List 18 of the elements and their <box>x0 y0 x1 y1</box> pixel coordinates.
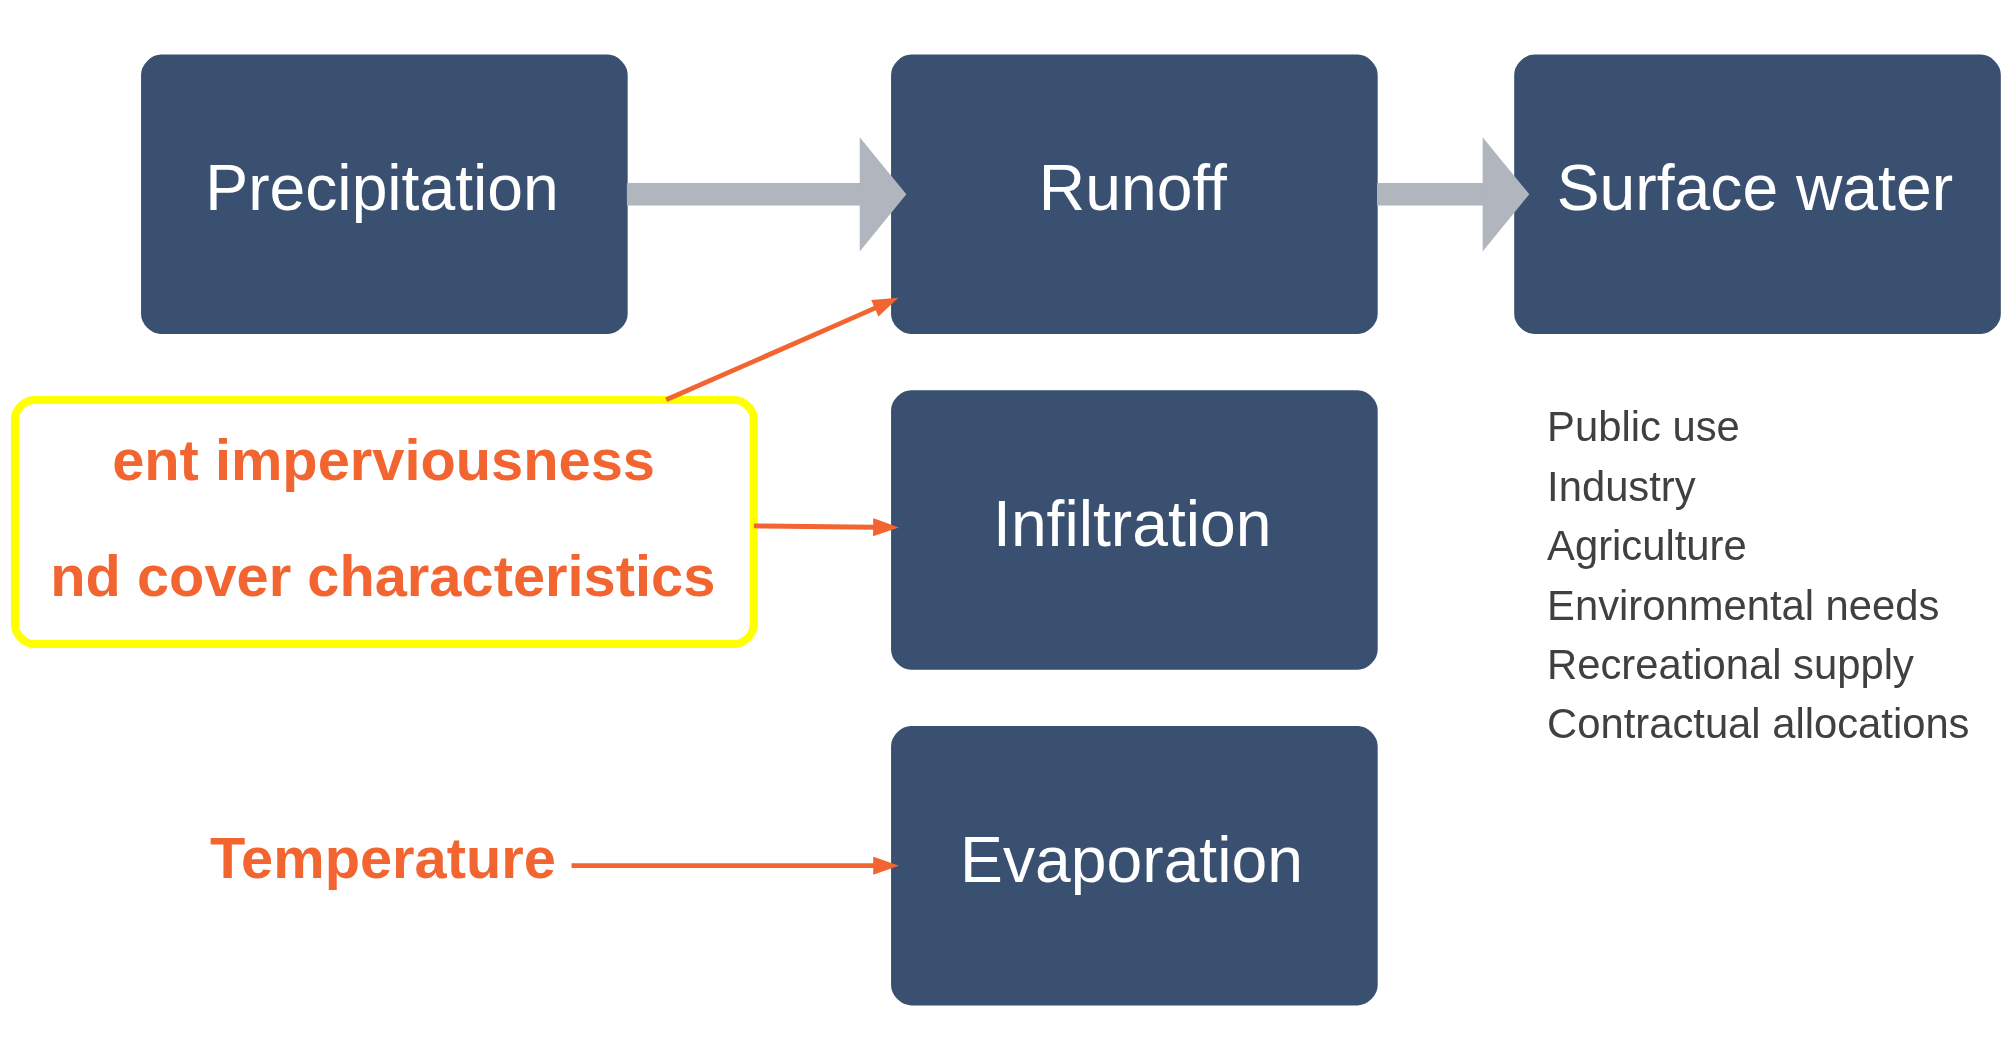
node-box: Infiltration <box>891 389 1378 670</box>
arrow <box>753 517 899 536</box>
node-label: Agriculture <box>1547 521 1747 569</box>
arrow <box>665 297 899 402</box>
arrow <box>1377 136 1530 251</box>
node-box: Evaporation <box>891 725 1378 1005</box>
node-box: Runoff <box>891 54 1378 334</box>
node-text: Temperature <box>210 825 556 890</box>
node-label: Industry <box>1547 462 1696 510</box>
node-box: Surface water <box>1514 54 2001 334</box>
node-box: ent imperviousness nd cover characteristics <box>10 395 758 648</box>
arrow <box>626 136 907 251</box>
node-label: Contractual allocations <box>1547 699 1970 747</box>
node-label: Recreational supply <box>1547 640 1914 688</box>
arrow <box>571 856 899 875</box>
node-label: Public use <box>1547 402 1740 450</box>
node-box: Precipitation <box>141 54 628 334</box>
node-label: Environmental needs <box>1547 581 1940 629</box>
